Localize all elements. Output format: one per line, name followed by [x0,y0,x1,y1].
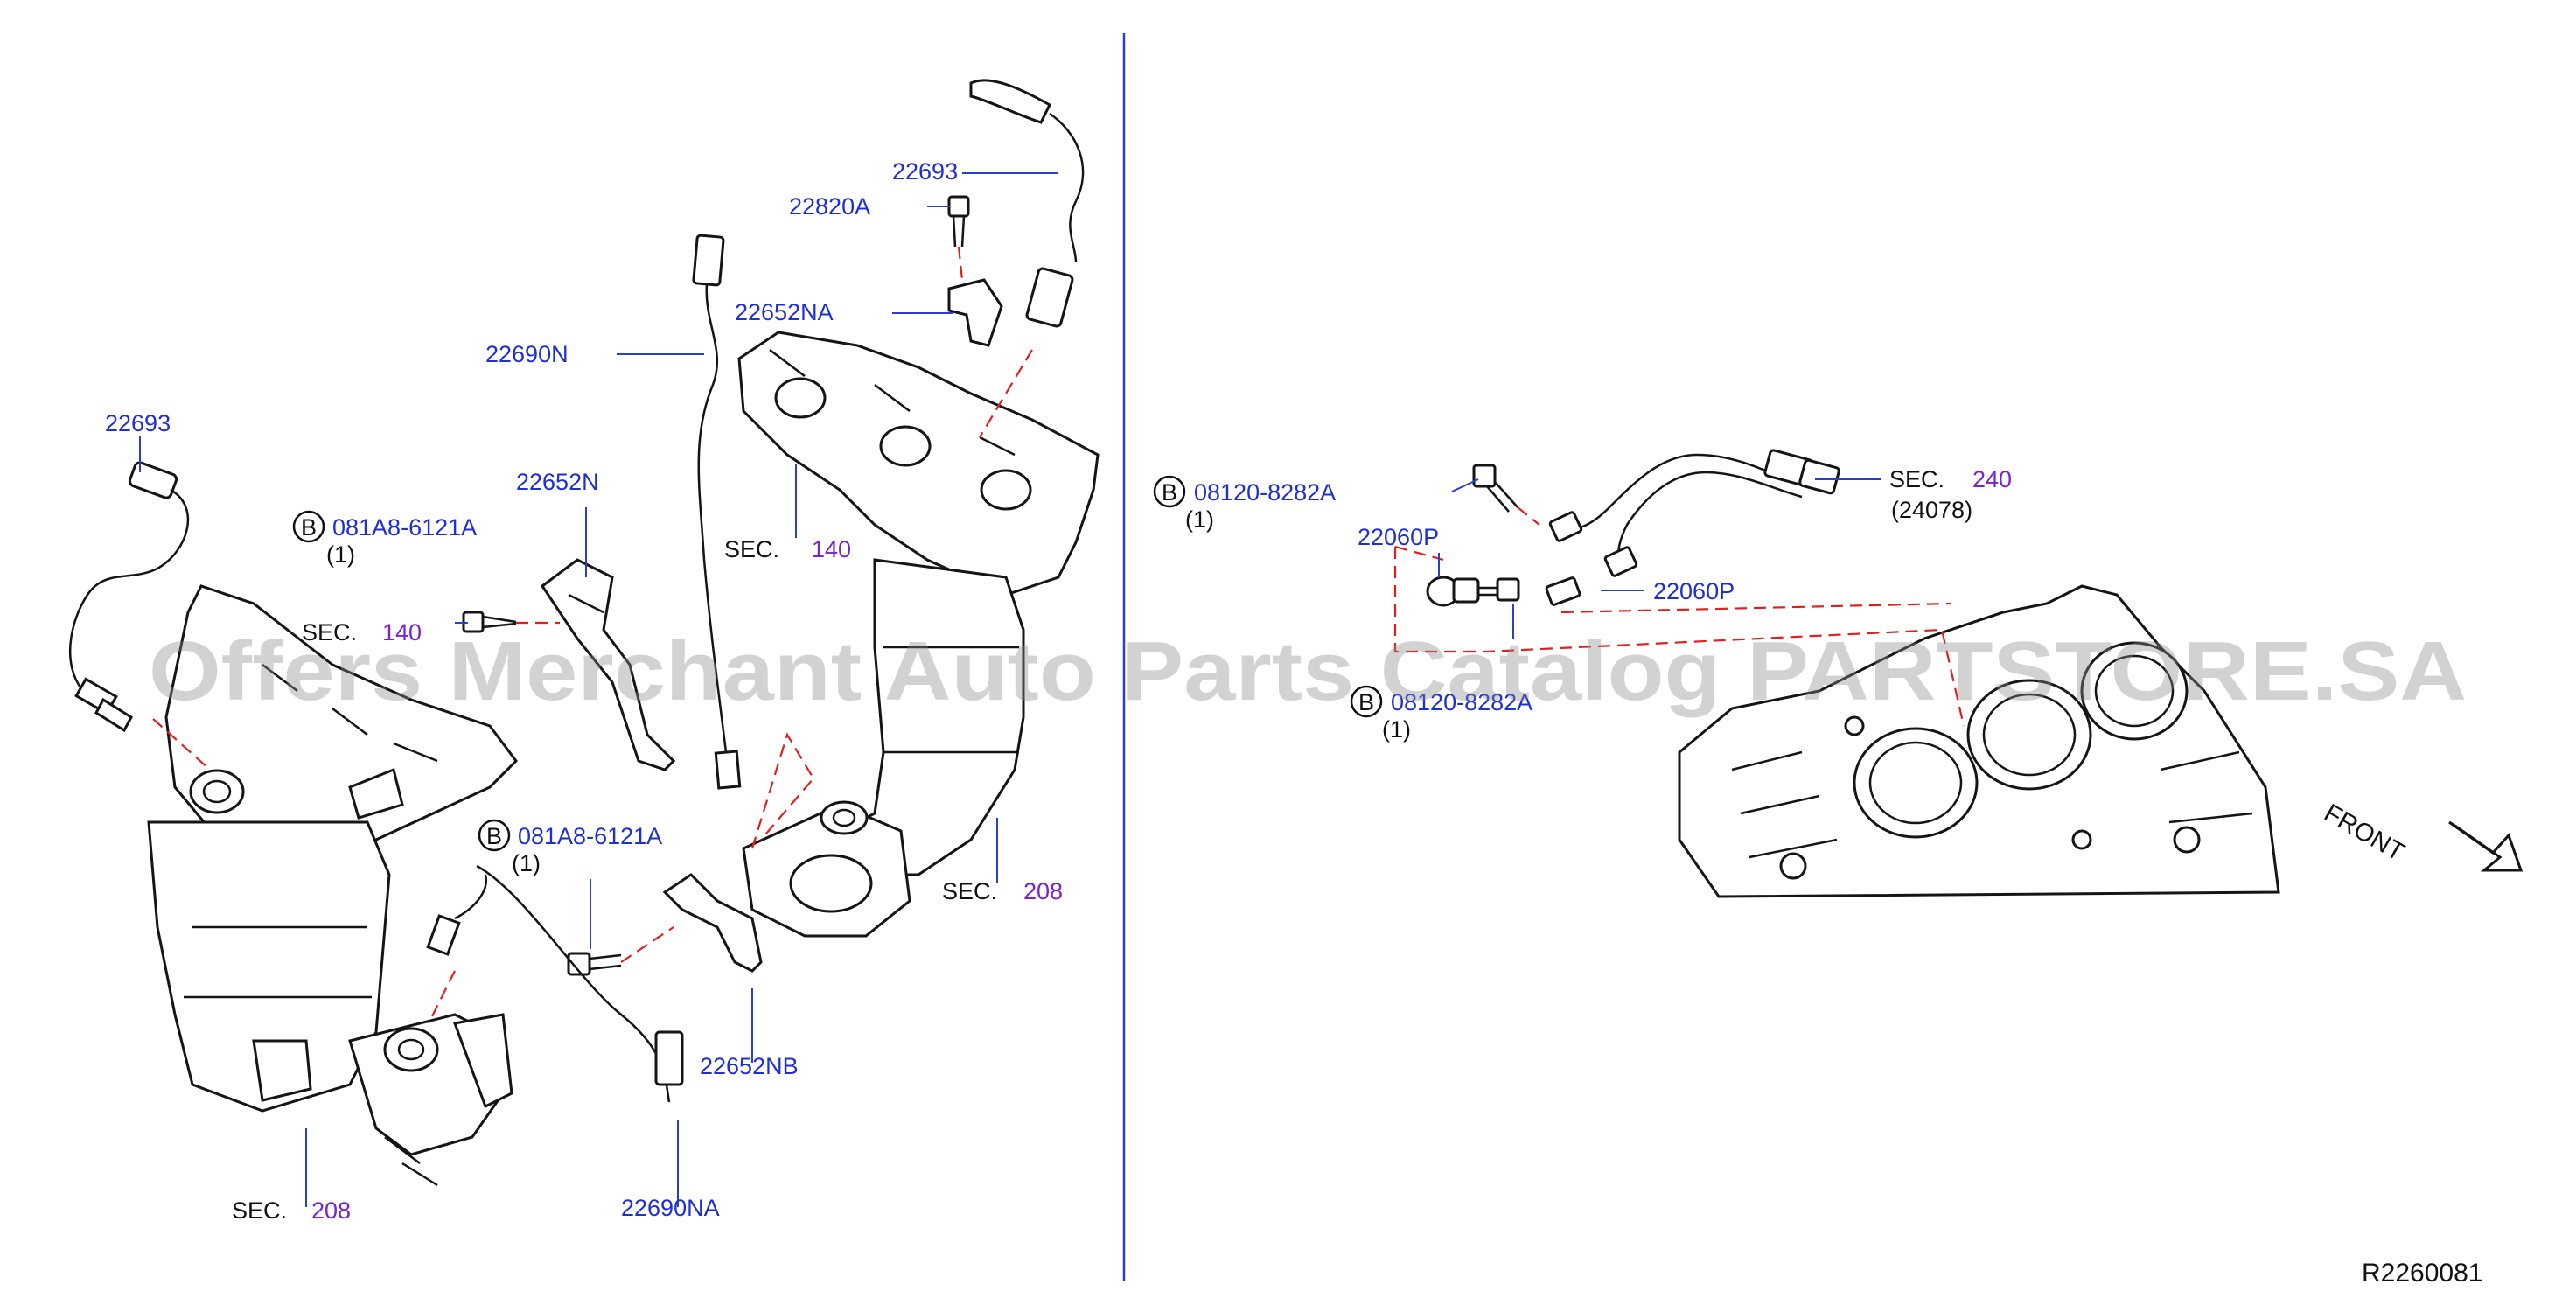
callout-22652n[interactable]: 22652N [516,469,599,495]
bolt-symbol-text: B [1162,479,1177,506]
sec-word: SEC. [1889,466,1944,492]
qty-08120-lower: (1) [1382,716,1411,743]
leader-lines [139,172,1881,1207]
sec-240-sub: (24078) [1891,497,1972,523]
qty-081a8-upper: (1) [326,541,355,568]
qty-081a8-lower: (1) [512,850,541,876]
sec-208-left[interactable]: 208 [311,1197,351,1224]
sec-word: SEC. [302,619,357,646]
front-label: FRONT [2320,799,2410,867]
front-arrow-icon [2448,820,2524,872]
sec-140-right[interactable]: 140 [812,536,851,562]
knock-sensor-left[interactable] [1426,576,1480,607]
callout-22690na[interactable]: 22690NA [621,1195,720,1221]
diagram-code: R2260081 [2362,1259,2482,1288]
callout-labels: 22693 22693 22820A 22652NA 22690N 22652N… [105,158,1735,1221]
bracket-22652nb[interactable] [662,873,763,973]
callout-22652na[interactable]: 22652NA [735,299,834,325]
right-exhaust-manifold-assembly[interactable] [737,331,1100,938]
sec-240[interactable]: 240 [1972,466,2012,492]
bolt-symbol-icon [1350,685,1383,718]
bolt-08120-8282a-lower[interactable] [1478,577,1520,602]
watermark: Offers Merchant Auto Parts Catalog PARTS… [149,625,2467,718]
callout-08120-8282a-lower[interactable]: 08120-8282A [1391,689,1532,715]
callout-22690n[interactable]: 22690N [485,341,569,367]
oxygen-sensor-left[interactable] [68,461,190,733]
bolt-symbol-icon [478,819,511,852]
sec-word: SEC. [232,1197,287,1224]
callout-22693-left[interactable]: 22693 [105,410,171,436]
sec-word: SEC. [724,536,779,562]
oxygen-sensor-harness-22690na[interactable] [426,864,684,1103]
bolt-symbol-text: B [486,823,502,849]
callout-22060p-left[interactable]: 22060P [1358,524,1439,550]
knock-sensor-harness[interactable] [1545,449,1840,606]
callout-22652nb[interactable]: 22652NB [700,1053,799,1079]
sec-140-left[interactable]: 140 [382,619,422,646]
alignment-dashes [152,246,1965,1024]
sec-208-right[interactable]: 208 [1023,878,1063,904]
bolt-22820a[interactable] [947,195,970,248]
bolt-08120-8282a-upper[interactable] [1472,464,1518,513]
callout-22820a[interactable]: 22820A [789,193,870,220]
callout-22693-upper[interactable]: 22693 [892,158,958,185]
bolt-symbol-icon [292,510,325,543]
bolt-symbol-icon [1153,475,1186,508]
bolt-081a8-6121a-lower[interactable] [567,952,622,976]
bracket-22652n[interactable] [540,558,676,771]
callout-22060p-right[interactable]: 22060P [1653,578,1735,604]
engine-block[interactable] [1678,584,2280,898]
bolt-symbol-text: B [301,514,317,541]
callout-081a8-6121a-upper[interactable]: 081A8-6121A [332,514,477,541]
bracket-22652na[interactable] [947,278,1003,347]
qty-08120-upper: (1) [1185,506,1214,533]
oxygen-sensor-upper[interactable] [969,79,1085,328]
sec-word: SEC. [942,878,997,904]
callout-081a8-6121a-lower[interactable]: 081A8-6121A [518,823,662,849]
callout-08120-8282a-upper[interactable]: 08120-8282A [1194,479,1336,506]
left-exhaust-manifold-assembly[interactable] [147,584,518,1187]
bolt-symbol-text: B [1358,689,1374,715]
section-references: SEC. 140 SEC. 208 SEC. 140 SEC. 208 SEC.… [232,466,2012,1224]
oxygen-sensor-harness-22690n[interactable] [692,234,742,790]
